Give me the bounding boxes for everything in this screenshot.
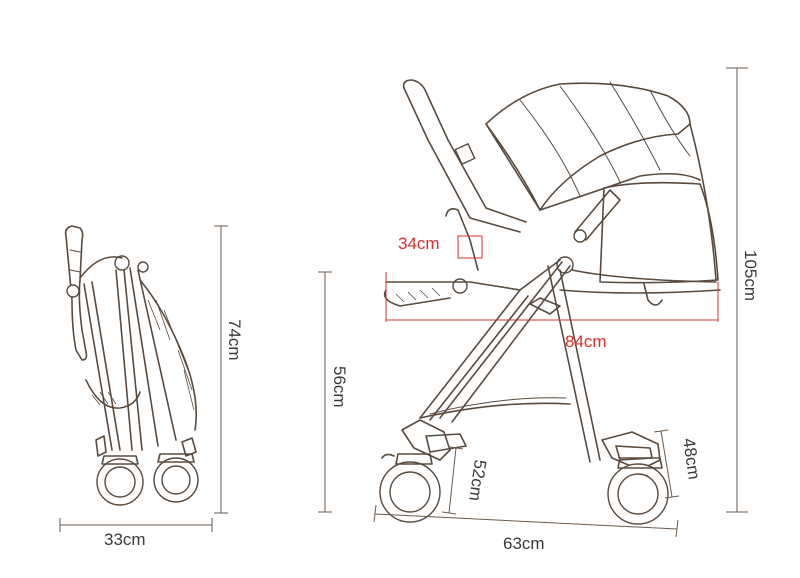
folded-stroller-illustration: [64, 225, 199, 506]
front-wheel-label: 52cm: [465, 458, 490, 502]
rear-wheel-label: 48cm: [679, 437, 704, 481]
seat-height-label: 56cm: [330, 366, 349, 408]
handle-width-label: 34cm: [398, 234, 440, 253]
front-wheel-dimension: [441, 446, 464, 515]
folded-width-dimension: [59, 518, 213, 532]
folded-width-label: 33cm: [104, 530, 146, 549]
total-height-label: 105cm: [741, 250, 760, 301]
total-height-dimension: [726, 67, 748, 513]
handle-width-highlight: [457, 235, 483, 259]
wheelbase-label: 63cm: [503, 534, 545, 553]
rear-wheel-dimension: [653, 429, 680, 499]
length-dimension: [385, 272, 719, 322]
folded-height-label: 74cm: [225, 319, 244, 361]
stroller-illustration: [379, 79, 721, 525]
folded-height-dimension: [214, 225, 228, 514]
length-label: 84cm: [565, 332, 607, 351]
wheelbase-dimension: [373, 504, 679, 538]
seat-height-dimension: [318, 271, 332, 513]
